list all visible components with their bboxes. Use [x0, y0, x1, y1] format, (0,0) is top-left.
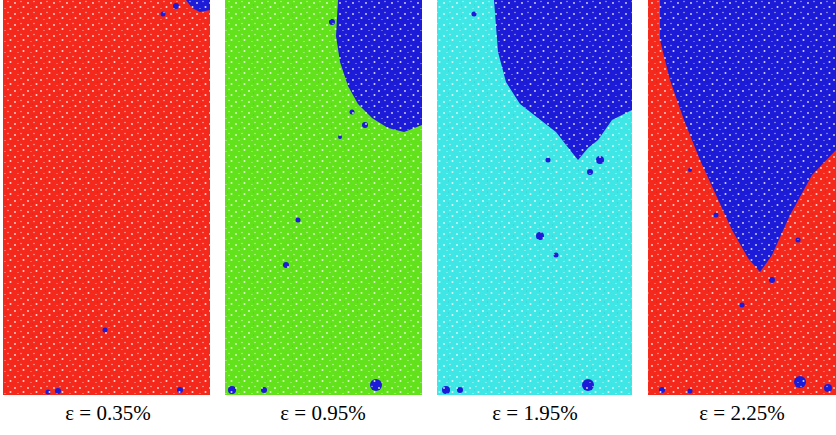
strain-label: ε = 1.95%	[492, 402, 577, 425]
strain-label: ε = 0.95%	[280, 402, 365, 425]
snapshot-panel	[437, 0, 632, 395]
strain-label: ε = 0.35%	[65, 402, 150, 425]
snapshot-panel	[225, 0, 422, 395]
strain-label: ε = 2.25%	[699, 402, 784, 425]
snapshot-panel	[3, 0, 210, 395]
snapshot-panel	[648, 0, 836, 395]
